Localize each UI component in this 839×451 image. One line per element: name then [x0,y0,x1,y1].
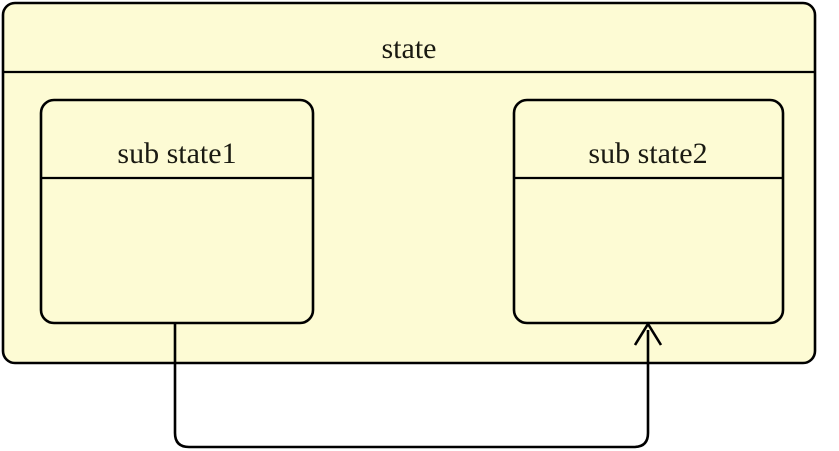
sub-state-2-box[interactable] [512,98,785,325]
transition-sub-state1-to-sub-state2[interactable] [173,321,663,449]
sub-state-2[interactable]: sub state2 [512,98,785,325]
sub-state-1[interactable]: sub state1 [39,98,315,325]
transition-arrowhead-icon [633,321,663,346]
sub-state-1-title: sub state1 [117,137,236,170]
sub-state-1-box[interactable] [39,98,315,325]
transition-path[interactable] [173,323,650,449]
sub-state-2-title: sub state2 [588,137,707,170]
composite-state-title: state [382,32,437,65]
